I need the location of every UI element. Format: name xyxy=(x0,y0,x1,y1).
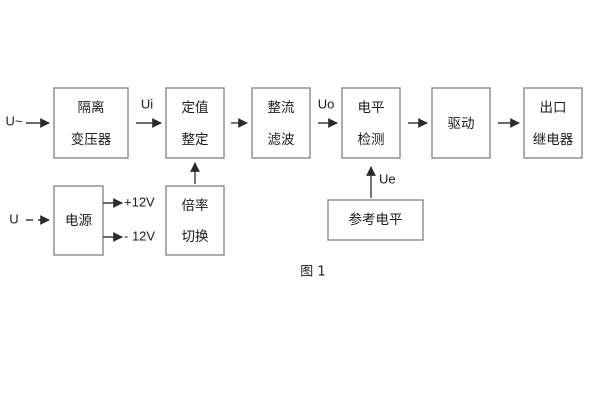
block-label-line2: 切换 xyxy=(182,229,209,245)
block-label-line1: 隔离 xyxy=(78,99,105,116)
block-multiplier-switch: 倍率 切换 xyxy=(165,185,225,256)
block-label-line1: 定值 xyxy=(182,100,209,116)
signal-label-ac-input: U~ xyxy=(6,113,23,128)
block-label-line1: 倍率 xyxy=(182,197,209,214)
figure-caption: 图 1 xyxy=(300,265,325,280)
block-label-line2: 检测 xyxy=(358,132,385,148)
block-label-line1: 电源 xyxy=(65,213,92,229)
block-drive: 驱动 xyxy=(431,87,491,159)
block-label-line1: 出口 xyxy=(540,100,567,116)
block-label-line2: 继电器 xyxy=(533,132,574,148)
block-label-line1: 整流 xyxy=(268,100,295,116)
block-level-detect: 电平 检测 xyxy=(341,87,401,159)
block-isolation-transformer: 隔离 变压器 xyxy=(53,87,129,159)
block-label-line2: 整定 xyxy=(182,132,209,148)
block-output-relay: 出口 继电器 xyxy=(523,87,583,159)
signal-label-minus-12v: - 12V xyxy=(124,228,155,243)
signal-label-uo: Uo xyxy=(318,96,335,111)
block-reference-level: 参考电平 xyxy=(327,199,424,241)
block-label-line2: 滤波 xyxy=(268,132,295,148)
block-label-line1: 参考电平 xyxy=(349,211,403,228)
block-setting-value: 定值 整定 xyxy=(165,87,225,159)
block-label-line2: 变压器 xyxy=(71,132,112,148)
block-label-line1: 驱动 xyxy=(448,116,475,132)
signal-label-dc-input: U xyxy=(9,211,18,226)
signal-label-plus-12v: +12V xyxy=(124,194,155,209)
signal-label-ue: Ue xyxy=(379,171,396,186)
signal-label-ui: Ui xyxy=(141,96,153,111)
block-label-line1: 电平 xyxy=(358,100,385,116)
block-rectify-filter: 整流 滤波 xyxy=(251,87,311,159)
block-power-supply: 电源 xyxy=(53,185,104,256)
